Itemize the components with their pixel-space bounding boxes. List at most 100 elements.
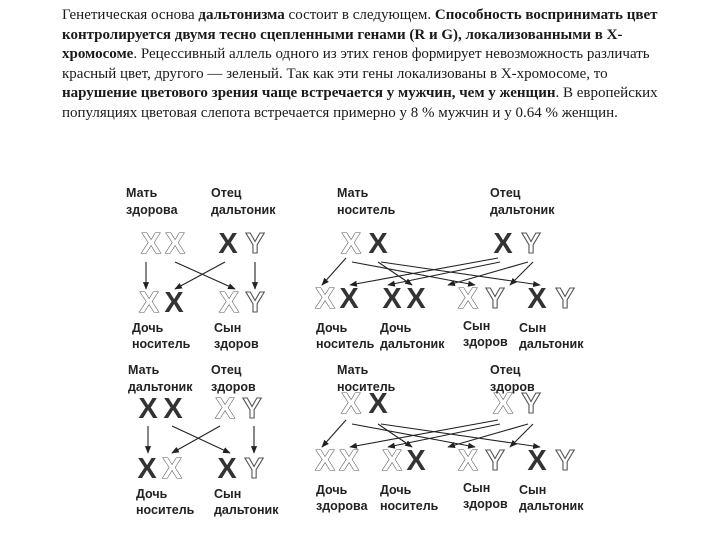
d4-child3-title: Сын — [463, 481, 490, 495]
d1-child2-x: X — [219, 287, 239, 319]
inheritance-arrow — [447, 261, 529, 287]
text-run: Генетическая основа — [62, 7, 199, 23]
d4-child1-x2: X — [339, 445, 359, 477]
d1-mother-status: здорова — [126, 203, 179, 217]
d2-child1-x1: X — [315, 283, 335, 315]
d3-father-title: Отец — [211, 363, 242, 377]
d3-child1-status: носитель — [136, 503, 195, 517]
d3-child2-x: X — [217, 453, 237, 485]
d2-child2-x2: X — [406, 283, 426, 315]
d3-father-x: X — [215, 393, 235, 425]
d1-child1-title: Дочь — [132, 321, 164, 335]
d1-father-status: дальтоник — [211, 203, 276, 217]
d4-child4-title: Сын — [519, 483, 546, 497]
bold-statement-genes: Способность воспринимать цвет контролиру… — [62, 7, 658, 62]
d4-child1-title: Дочь — [316, 483, 348, 497]
d2-child2-title: Дочь — [380, 321, 412, 335]
d4-father-title: Отец — [490, 363, 521, 377]
d4-father-y: Y — [521, 388, 540, 420]
d2-father-status: дальтоник — [490, 203, 555, 217]
d2-father-y: Y — [521, 228, 540, 260]
inheritance-arrow — [174, 261, 236, 290]
arrows-layer — [142, 257, 541, 454]
d4-child3-x: X — [458, 445, 478, 477]
d2-child4-title: Сын — [519, 321, 546, 335]
d2-child1-title: Дочь — [316, 321, 348, 335]
d1-father-x: X — [218, 228, 238, 260]
d3-father-y: Y — [242, 393, 261, 425]
d4-child2-title: Дочь — [380, 483, 412, 497]
d2-child1-status: носитель — [316, 337, 375, 351]
d4-child4-x: X — [527, 445, 547, 477]
d4-mother-x2: X — [368, 388, 388, 420]
d1-child1-x2: X — [164, 287, 184, 319]
d2-child4-status: дальтоник — [519, 337, 584, 351]
d4-child2-status: носитель — [380, 499, 439, 513]
d2-child2-x1: X — [382, 283, 402, 315]
inheritance-arrow — [349, 257, 499, 287]
d4-father-x: X — [493, 388, 513, 420]
d4-father-status: здоров — [490, 380, 535, 394]
d4-child3-status: здоров — [463, 497, 508, 511]
d2-child3-status: здоров — [463, 335, 508, 349]
d4-mother-status: носитель — [337, 380, 396, 394]
d3-child2-status: дальтоник — [214, 503, 279, 517]
d1-mother-title: Мать — [126, 186, 158, 200]
d2-child3-title: Сын — [463, 319, 490, 333]
d2-child4-x: X — [527, 283, 547, 315]
d4-child4-y: Y — [555, 445, 574, 477]
inheritance-arrow — [321, 419, 347, 448]
d2-child2-status: дальтоник — [380, 337, 445, 351]
d1-child1-x1: X — [139, 287, 159, 319]
d1-child1-status: носитель — [132, 337, 191, 351]
d2-mother-x1: X — [341, 228, 361, 260]
d1-child2-y: Y — [245, 287, 264, 319]
d3-mother-x1: X — [138, 393, 158, 425]
inheritance-arrow — [387, 261, 501, 287]
d2-father-x: X — [493, 228, 513, 260]
d4-child3-y: Y — [485, 445, 504, 477]
d2-child3-x: X — [458, 283, 478, 315]
text-run: . Рецессивный аллель одного из этих гено… — [62, 46, 650, 82]
text-run: состоит в следующем. — [284, 7, 435, 23]
inheritance-arrow — [321, 257, 347, 286]
inheritance-arrow — [387, 423, 501, 449]
d2-mother-x2: X — [368, 228, 388, 260]
inheritance-arrow — [171, 425, 221, 454]
d2-father-title: Отец — [490, 186, 521, 200]
inheritance-arrow — [509, 261, 534, 286]
inheritance-arrow — [349, 419, 499, 449]
d4-mother-x1: X — [341, 388, 361, 420]
d3-father-status: здоров — [211, 380, 256, 394]
d2-child1-x2: X — [339, 283, 359, 315]
d4-child1-status: здорова — [316, 499, 369, 513]
d3-child1-x1: X — [137, 453, 157, 485]
d4-child2-x1: X — [382, 445, 402, 477]
d4-child4-status: дальтоник — [519, 499, 584, 513]
text-run: . В европейских популяциях цветовая слеп… — [62, 85, 658, 121]
d3-child1-title: Дочь — [136, 487, 168, 501]
d1-mother-x1: X — [141, 228, 161, 260]
d3-child1-x2: X — [162, 453, 182, 485]
d2-mother-status: носитель — [337, 203, 396, 217]
inheritance-arrow — [171, 425, 231, 454]
inheritance-arrow — [447, 423, 529, 449]
d2-child3-y: Y — [485, 283, 504, 315]
d1-child2-title: Сын — [214, 321, 241, 335]
d3-mother-x2: X — [163, 393, 183, 425]
d1-child2-status: здоров — [214, 337, 259, 351]
d2-child4-y: Y — [555, 283, 574, 315]
d1-mother-x2: X — [165, 228, 185, 260]
d3-child2-y: Y — [244, 453, 263, 485]
bold-statement-men: нарушение цветового зрения чаще встречае… — [62, 85, 556, 101]
d4-child2-x2: X — [406, 445, 426, 477]
d3-mother-status: дальтоник — [128, 380, 193, 394]
d1-father-y: Y — [245, 228, 264, 260]
description-paragraph: Генетическая основа дальтонизма состоит … — [62, 6, 674, 123]
inheritance-arrow — [174, 261, 226, 290]
d3-child2-title: Сын — [214, 487, 241, 501]
labels-layer: МатьздороваОтецдальтоникДочьносительСынз… — [126, 186, 584, 517]
d1-father-title: Отец — [211, 186, 242, 200]
